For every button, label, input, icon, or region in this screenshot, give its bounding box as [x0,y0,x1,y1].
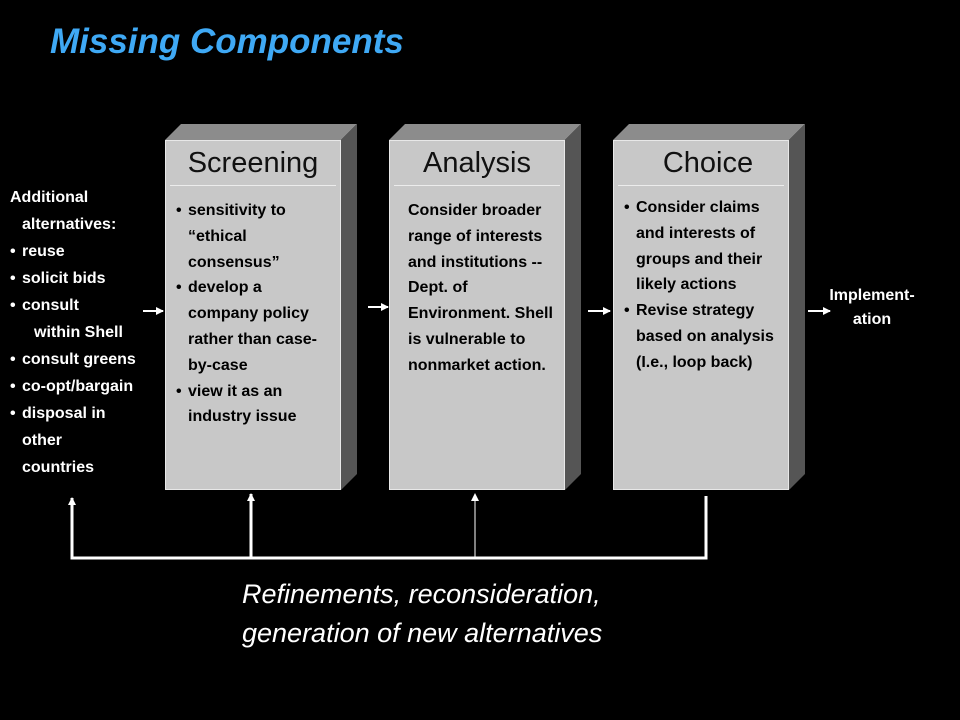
feedback-loop-line [70,496,708,560]
divider [618,185,784,186]
bullet-item: Revise strategy based on analysis (I.e.,… [622,298,782,375]
list-item: within Shell [34,324,123,341]
feedback-caption: Refinements, reconsideration, generation… [242,575,602,653]
implementation-line: Implement- [829,287,915,304]
list-item: consult greens [10,346,136,373]
box-text: Consider broader range of interests and … [408,202,553,374]
divider [170,185,336,186]
analysis-box: Analysis Consider broader range of inter… [389,124,581,490]
caption-line: Refinements, reconsideration, [242,579,601,609]
list-item: other [22,432,62,449]
list-item: disposal in [10,400,136,427]
list-heading: alternatives: [22,216,117,233]
screening-box: Screening sensitivity to “ethical consen… [165,124,357,490]
list-item: consult [10,292,136,319]
page-title: Missing Components [50,22,404,61]
box-heading: Choice [662,147,754,179]
additional-alternatives-list: Additional alternatives: reuse solicit b… [10,184,136,481]
divider [394,185,560,186]
implementation-line: ation [852,311,892,328]
caption-line: generation of new alternatives [242,618,603,648]
box-3d-frame [613,124,805,490]
box-heading: Screening [187,147,319,179]
list-item: reuse [10,238,136,265]
list-item: countries [22,459,95,476]
bullet-item: develop a company policy rather than cas… [174,275,334,378]
list-heading: Additional [10,189,89,206]
list-item: solicit bids [10,265,136,292]
box-3d-frame [389,124,581,490]
choice-box: Choice Consider claims and interests of … [613,124,805,490]
implementation-label: Implement- ation [826,284,918,332]
bullet-item: Consider claims and interests of groups … [622,195,782,298]
bullet-item: view it as an industry issue [174,379,334,431]
bullet-item: sensitivity to “ethical consensus” [174,198,334,275]
list-item: co-opt/bargain [10,373,136,400]
box-3d-frame [165,124,357,490]
box-heading: Analysis [423,147,531,179]
